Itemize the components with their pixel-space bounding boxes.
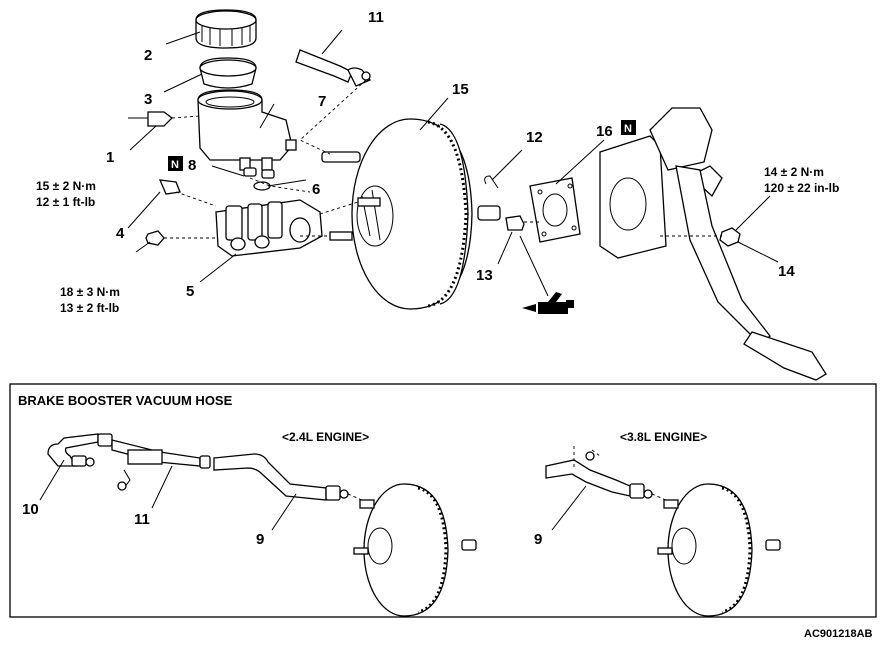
callout-8: 8 — [188, 157, 196, 174]
svg-text:N: N — [171, 159, 179, 171]
reservoir-strainer — [199, 57, 257, 89]
grease-gun-icon — [522, 292, 574, 314]
vacuum-pipe-11 — [111, 439, 211, 491]
reservoir-body — [197, 89, 297, 171]
vacuum-hose-9-2-4l — [213, 453, 363, 501]
torque-5-nm: 18 ± 3 N·m — [60, 285, 120, 299]
assembly-lines — [164, 79, 722, 239]
brake-pedal-arm — [675, 165, 827, 381]
reservoir-connector — [128, 111, 173, 127]
master-cylinder — [215, 199, 323, 257]
pedal-support-bracket — [599, 107, 723, 259]
engine-label-2-4l: <2.4L ENGINE> — [282, 430, 369, 444]
inset-title: BRAKE BOOSTER VACUUM HOSE — [18, 393, 233, 408]
callout-15: 15 — [452, 81, 469, 98]
callout-10: 10 — [22, 501, 39, 518]
clevis-pin — [505, 215, 525, 231]
reservoir-cap — [195, 9, 257, 49]
svg-text:N: N — [624, 123, 632, 135]
inset-leader-lines — [39, 459, 587, 531]
leader-lines — [127, 29, 779, 297]
torque-14-nm: 14 ± 2 N·m — [764, 165, 824, 179]
callout-12: 12 — [526, 129, 543, 146]
brake-fluid-level-sensor — [158, 179, 181, 195]
callout-9-2-4l: 9 — [256, 531, 264, 548]
vacuum-hose-10 — [47, 433, 113, 467]
master-cylinder-nut — [145, 230, 165, 246]
callout-16: 16 — [596, 123, 613, 140]
brake-booster — [321, 118, 501, 310]
pedal-nut — [719, 227, 741, 247]
torque-14-inlb: 120 ± 22 in-lb — [764, 181, 839, 195]
cotter-pin — [484, 175, 499, 189]
callout-11-top: 11 — [368, 9, 384, 26]
callout-9-3-8l: 9 — [534, 531, 542, 548]
brake-booster-2-4l — [353, 483, 477, 617]
callout-7: 7 — [318, 93, 326, 110]
n-replace-badge-16: N — [621, 120, 636, 135]
n-replace-badge-8: N — [168, 156, 183, 171]
callout-13: 13 — [476, 267, 493, 284]
callout-3: 3 — [144, 91, 152, 108]
vacuum-hose-upper — [295, 49, 372, 87]
callout-6: 6 — [312, 181, 320, 198]
torque-5-ftlb: 13 ± 2 ft-lb — [60, 301, 119, 315]
torque-4-nm: 15 ± 2 N·m — [36, 179, 96, 193]
callout-11-bottom: 11 — [134, 511, 150, 528]
callout-5: 5 — [186, 283, 194, 300]
inset-frame — [9, 383, 877, 618]
callout-2: 2 — [144, 47, 152, 64]
reservoir-grommet — [243, 167, 275, 179]
vacuum-hose-9-3-8l — [545, 446, 667, 501]
callout-1: 1 — [106, 149, 114, 166]
figure-reference-id: AC901218AB — [804, 628, 873, 640]
booster-gasket — [529, 177, 581, 243]
callout-4: 4 — [116, 225, 125, 242]
torque-4-ftlb: 12 ± 1 ft-lb — [36, 195, 95, 209]
brake-booster-3-8l — [657, 483, 781, 617]
engine-label-3-8l: <3.8L ENGINE> — [620, 430, 707, 444]
callout-14: 14 — [778, 263, 795, 280]
